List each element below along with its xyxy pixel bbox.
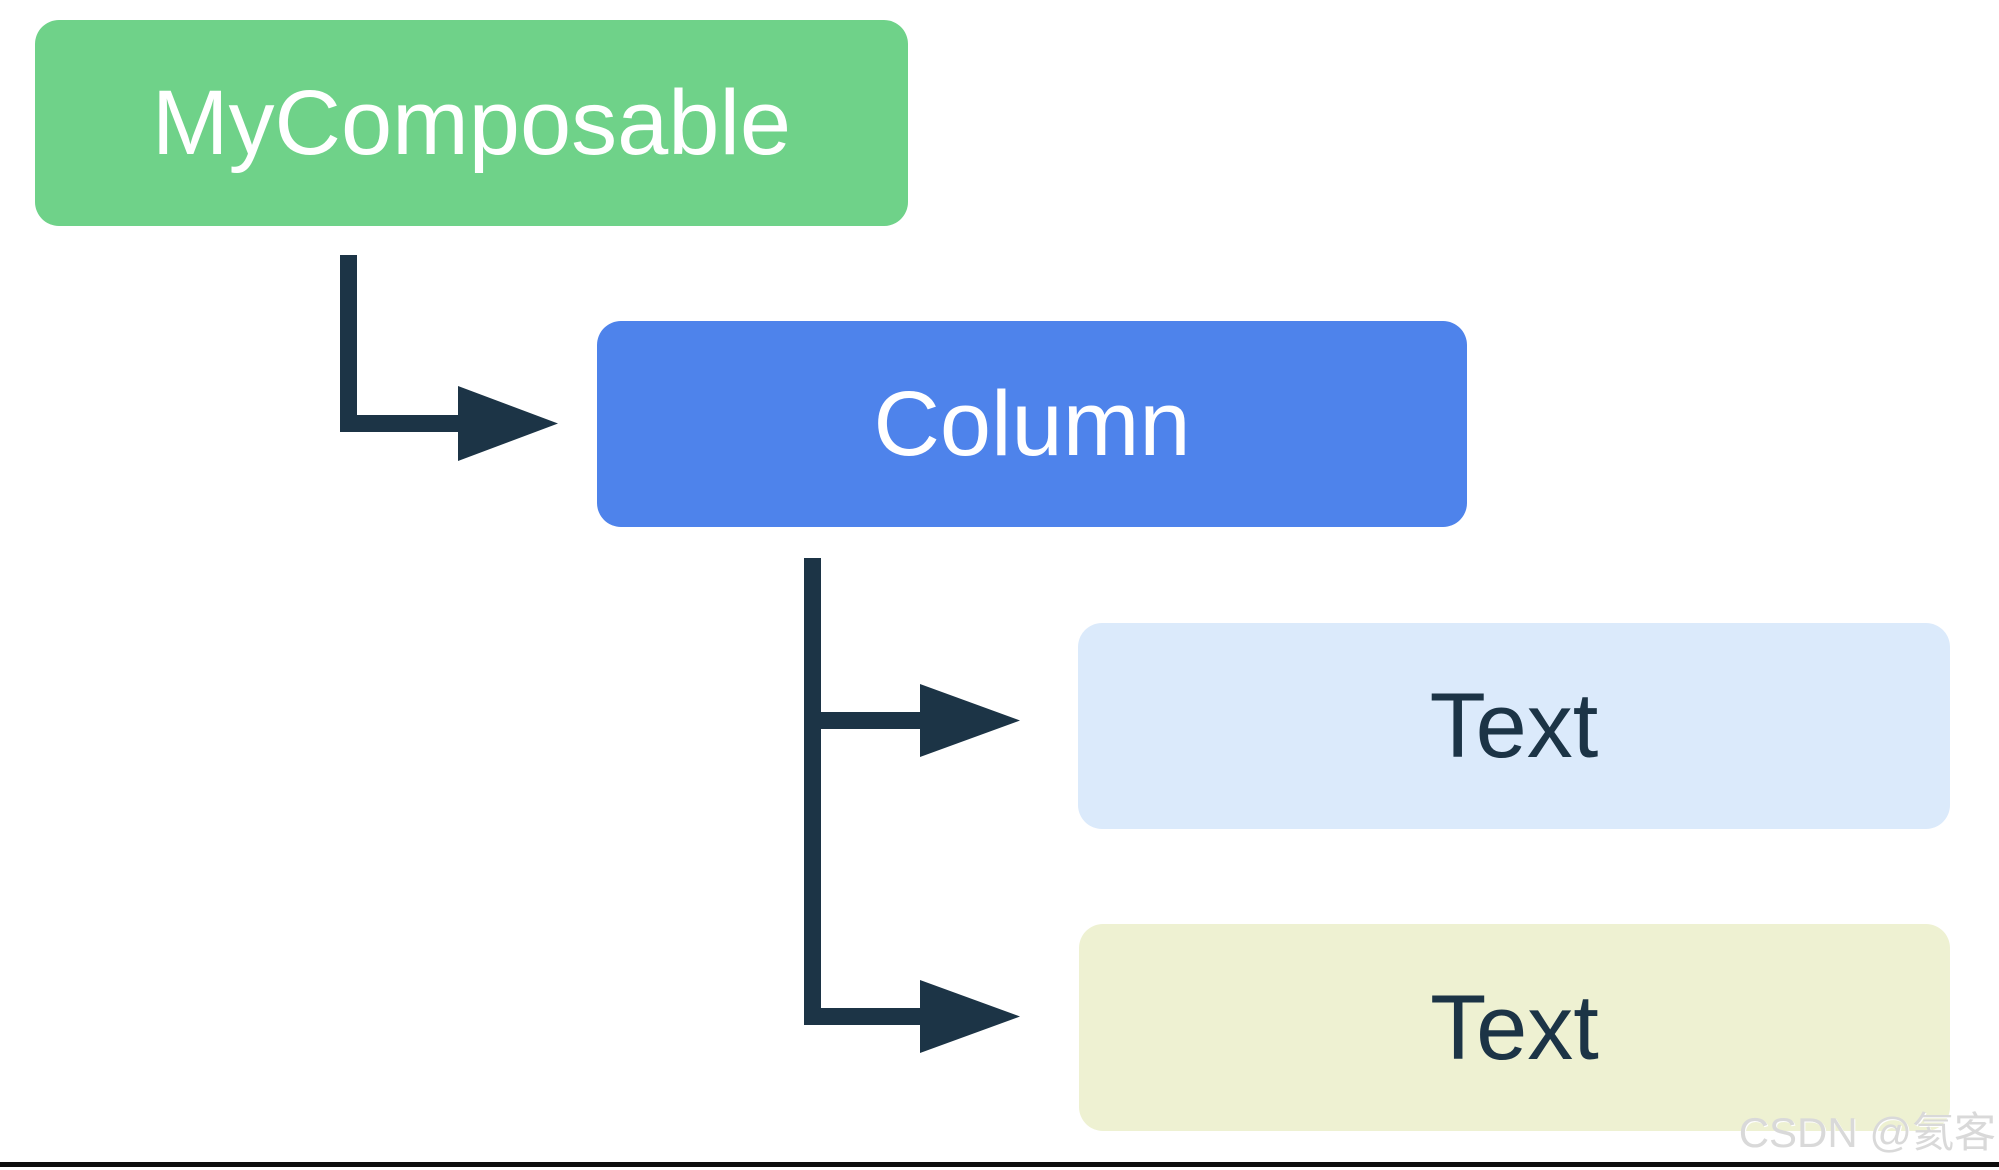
node-text-first: Text (1078, 623, 1950, 829)
node-mycomposable-label: MyComposable (151, 72, 792, 174)
node-mycomposable: MyComposable (35, 20, 908, 226)
node-text-second: Text (1079, 924, 1950, 1131)
bottom-border-line (0, 1162, 1999, 1167)
node-column-label: Column (873, 373, 1191, 475)
node-text-first-label: Text (1429, 675, 1599, 777)
arrow-column-to-texts (804, 558, 1020, 1053)
node-column: Column (597, 321, 1467, 527)
node-text-second-label: Text (1430, 976, 1599, 1079)
watermark: CSDN @氦客 (1738, 1109, 1996, 1156)
arrow-root-to-column (340, 255, 558, 461)
